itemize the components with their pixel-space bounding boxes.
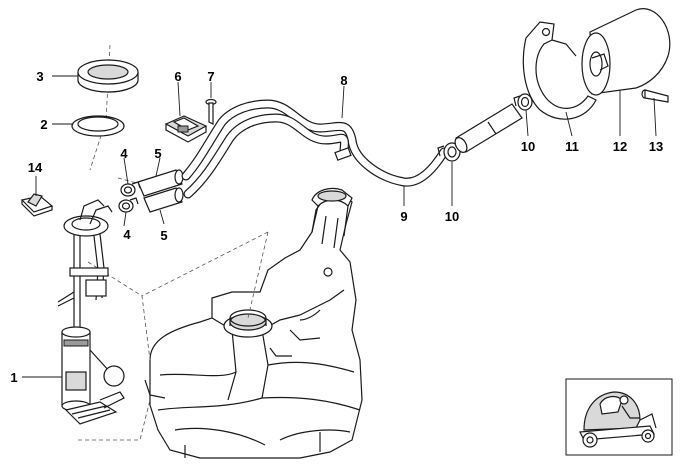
hose-clamp-lower [118, 197, 139, 213]
fuel-filter [581, 8, 671, 96]
callout-8: 8 [340, 73, 347, 88]
fuel-lines [181, 99, 449, 199]
line-holder [164, 115, 208, 143]
callout-labels: 3 2 14 4 4 5 5 6 7 8 9 10 10 11 12 13 1 [10, 69, 663, 385]
fastening-screw [205, 98, 217, 125]
hose-clamp-upper [120, 181, 141, 197]
callout-2: 2 [40, 117, 47, 132]
callout-9: 9 [400, 209, 407, 224]
callout-3: 3 [36, 69, 43, 84]
callout-4-lower: 4 [123, 227, 131, 242]
callout-13: 13 [649, 139, 663, 154]
callout-7: 7 [207, 69, 214, 84]
fuel-pump-unit [57, 199, 125, 425]
callout-10-middle: 10 [445, 209, 459, 224]
connecting-pipe [454, 103, 523, 153]
callout-5-upper: 5 [154, 146, 161, 161]
callout-12: 12 [613, 139, 627, 154]
callout-1: 1 [10, 370, 17, 385]
leader-lines [22, 75, 657, 378]
callout-11: 11 [565, 139, 579, 154]
hose-clamp-filter [513, 93, 533, 111]
filter-bracket [522, 21, 597, 120]
scooter-thumbnail [565, 378, 673, 456]
fuel-tank [144, 187, 363, 459]
callout-10-filter: 10 [521, 139, 535, 154]
callout-4-upper: 4 [120, 146, 128, 161]
assembly-line-d [141, 231, 269, 297]
retaining-clip [20, 193, 54, 217]
lock-ring [77, 59, 139, 93]
callout-14: 14 [28, 160, 43, 175]
callout-6: 6 [174, 69, 181, 84]
mounting-bolt [641, 89, 669, 103]
gasket-ring [71, 115, 125, 137]
assembly-line-c [247, 231, 269, 319]
hose-sections [137, 169, 184, 213]
callout-5-lower: 5 [160, 228, 167, 243]
